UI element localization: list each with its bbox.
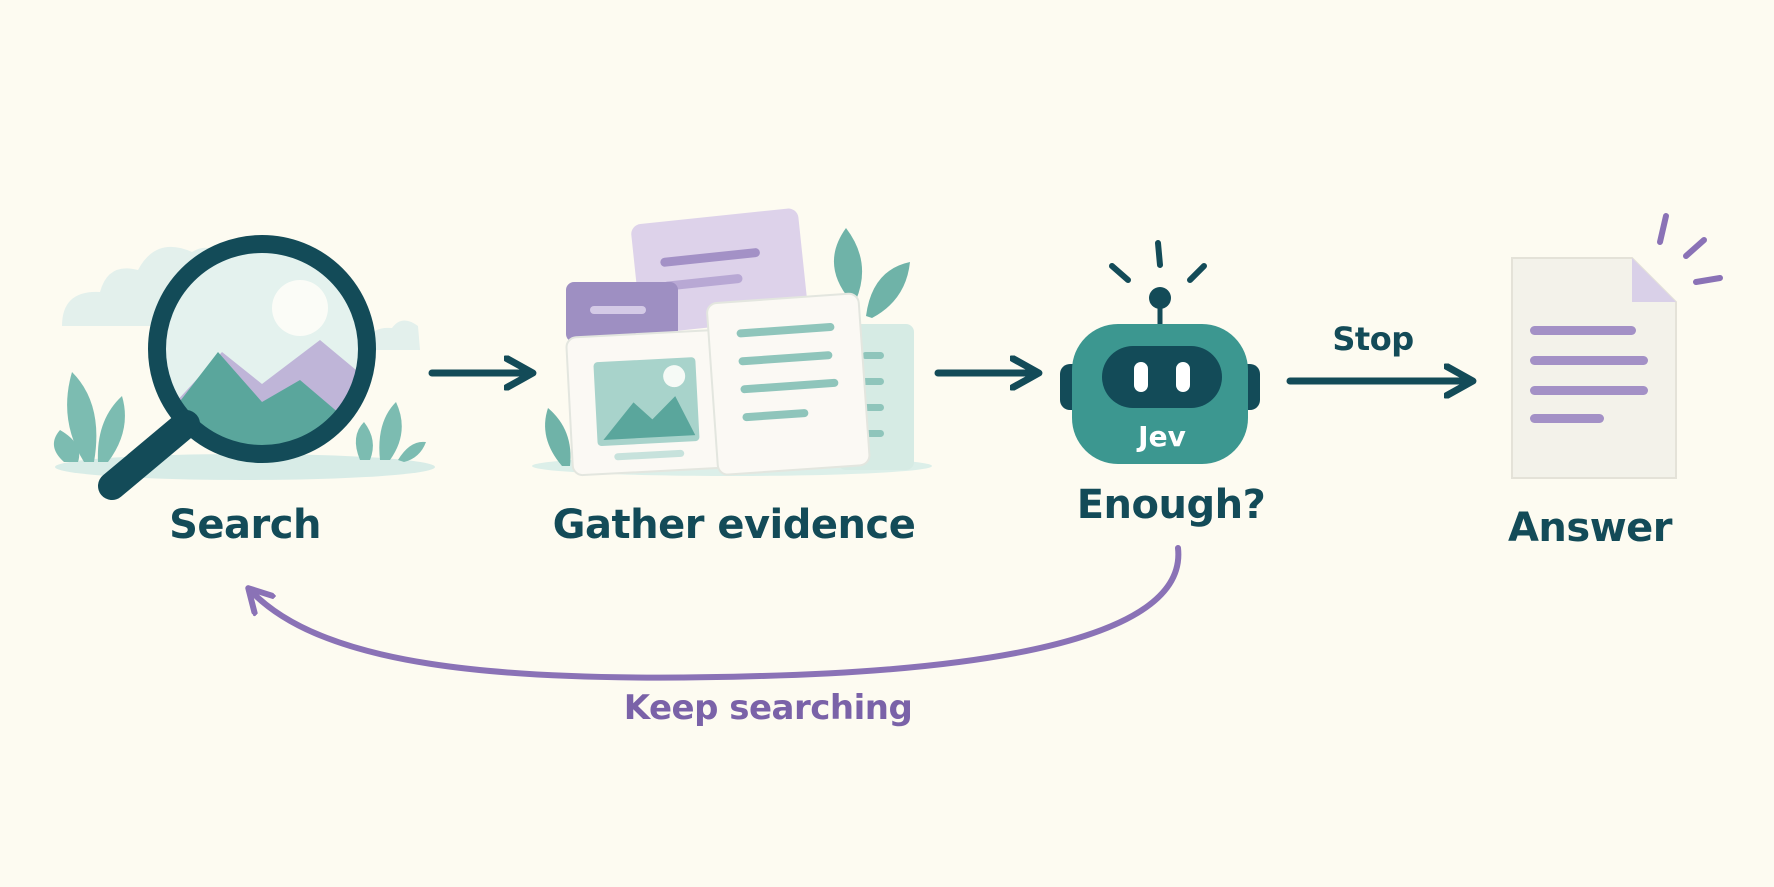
step-label-answer: Answer [1507, 505, 1673, 551]
magnifier-handle [98, 410, 200, 500]
leaf-icon [833, 228, 910, 318]
robot-name: Jev [1136, 420, 1186, 453]
step-label-search: Search [169, 502, 321, 548]
search-illustration [53, 235, 435, 500]
step-label-decide: Enough? [1076, 482, 1266, 528]
arrow-keep-searching [250, 545, 1182, 681]
magnifying-glass-icon [148, 235, 376, 463]
gather-illustration [532, 208, 932, 477]
robot-icon: Jev [1060, 240, 1260, 464]
document-icon [1511, 213, 1723, 479]
plant-icon [53, 372, 125, 462]
image-card [565, 329, 728, 477]
spark-icon [1657, 213, 1723, 285]
plant-icon [355, 402, 426, 462]
text-card [706, 292, 871, 476]
spark-icon [1109, 240, 1207, 283]
edge-label-stop: Stop [1332, 320, 1414, 358]
edge-label-keep-searching: Keep searching [623, 688, 913, 728]
step-label-gather: Gather evidence [552, 502, 916, 548]
